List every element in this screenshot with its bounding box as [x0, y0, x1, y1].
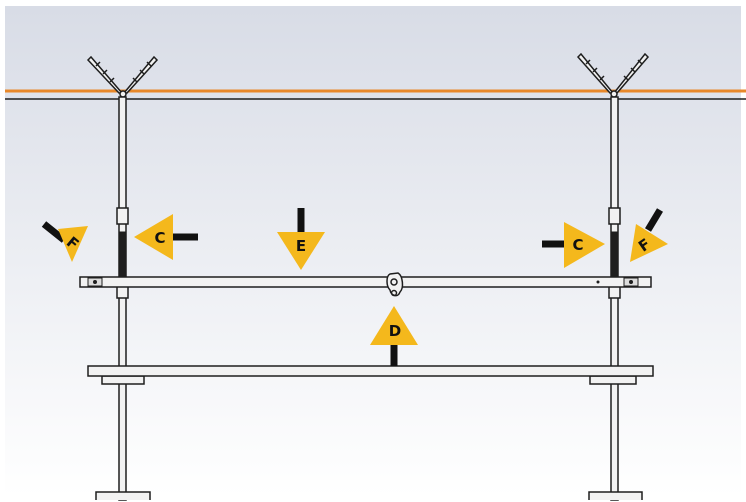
arrow-d-up-head [370, 306, 418, 345]
arrow-f-left-stem [41, 221, 67, 243]
upper-beam-body [79, 276, 652, 288]
arrow-f-left: F [41, 221, 88, 262]
arrow-f-left-head [58, 226, 88, 262]
left-pole-sleeve [118, 231, 127, 279]
upper-beam-bolt-mid [596, 280, 600, 284]
arrow-e-top: E [277, 208, 325, 270]
left-upper-clamp [116, 207, 129, 225]
right-upper-clamp [608, 207, 621, 225]
arrow-f-right-stem [644, 208, 664, 232]
right-mast-cap [610, 90, 618, 98]
arrow-c-left-label: C [154, 229, 165, 247]
lower-beam-body [87, 365, 654, 377]
arrow-c-left: C [134, 214, 198, 260]
arrow-d-up: D [370, 306, 418, 366]
right-lower-clamp [608, 285, 621, 299]
left-foot-plate [101, 375, 145, 385]
left-lower-clamp [116, 285, 129, 299]
centre-suspension-fitting [386, 272, 404, 297]
upper-beam [79, 272, 652, 297]
viewport-background [5, 6, 741, 496]
arrow-c-right-head [564, 222, 605, 268]
arrow-e-top-label: E [296, 237, 306, 255]
upper-beam-bolt-right [629, 280, 633, 284]
right-foot-plate [589, 375, 637, 385]
arrow-c-left-head [134, 214, 173, 260]
arrow-f-right-head [630, 224, 668, 262]
left-v-arm-ribs [95, 61, 152, 83]
right-pole-sleeve [610, 231, 619, 279]
left-mast-cap [119, 90, 127, 98]
arrow-c-right-label: C [572, 236, 583, 254]
arrow-c-right: C [542, 222, 605, 268]
left-mast [86, 55, 159, 501]
arrow-f-right: F [630, 208, 668, 262]
left-v-arm-b [122, 55, 159, 94]
arrow-d-up-label: D [389, 322, 401, 340]
arrow-e-top-head [277, 232, 325, 270]
right-base-flange [588, 491, 643, 500]
left-base-flange [95, 491, 151, 500]
right-v-arm-ribs [585, 59, 643, 81]
lower-beam [87, 365, 654, 377]
upper-beam-bolt-left [93, 280, 97, 284]
